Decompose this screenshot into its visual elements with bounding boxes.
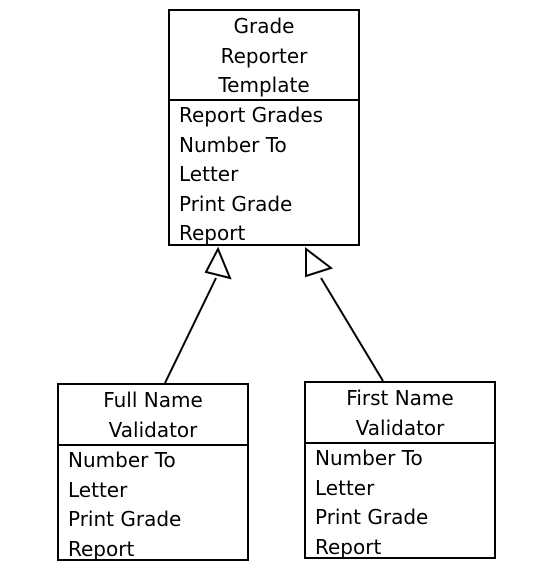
inheritance-arrowhead-right xyxy=(305,246,334,278)
method-line: Print Grade xyxy=(315,505,429,529)
method-line: Print Grade xyxy=(68,507,182,531)
edge-first-name-to-base xyxy=(320,277,384,382)
method-line: Report xyxy=(68,536,135,561)
class-name-line: Template xyxy=(218,73,310,97)
class-box-first-name-validator: First Name Validator Number To Letter Pr… xyxy=(304,381,496,559)
class-name-line: Full Name xyxy=(103,388,203,412)
class-name-line: Validator xyxy=(108,417,198,442)
method-line: Number To xyxy=(68,448,176,472)
class-name-line: Validator xyxy=(355,415,445,440)
method-line: Report Grades xyxy=(179,103,324,127)
edge-full-name-to-base xyxy=(164,277,217,384)
class-box-full-name-validator: Full Name Validator Number To Letter Pri… xyxy=(57,383,249,561)
method-line: Print Grade xyxy=(179,191,293,216)
class-name-line: Grade xyxy=(233,14,295,38)
method-line: Letter xyxy=(315,475,375,500)
class-name-section: Full Name Validator xyxy=(59,385,247,446)
class-name-section: First Name Validator xyxy=(306,383,494,444)
class-box-grade-reporter-template: Grade Reporter Template Report Grades Nu… xyxy=(168,9,360,246)
method-line: Report xyxy=(179,221,246,245)
method-line: Number To xyxy=(315,446,423,470)
class-name-line: First Name xyxy=(346,386,454,410)
class-methods-section: Report Grades Number To Letter Print Gra… xyxy=(170,101,358,249)
class-methods-section: Number To Letter Print Grade Report xyxy=(306,444,494,562)
class-name-section: Grade Reporter Template xyxy=(170,11,358,101)
inheritance-arrowhead-left xyxy=(204,246,232,280)
method-line: Number To xyxy=(179,132,287,157)
class-methods-section: Number To Letter Print Grade Report xyxy=(59,446,247,564)
class-name-line: Reporter xyxy=(220,43,308,68)
method-line: Letter xyxy=(179,162,239,186)
method-line: Letter xyxy=(68,477,128,502)
method-line: Report xyxy=(315,534,382,559)
